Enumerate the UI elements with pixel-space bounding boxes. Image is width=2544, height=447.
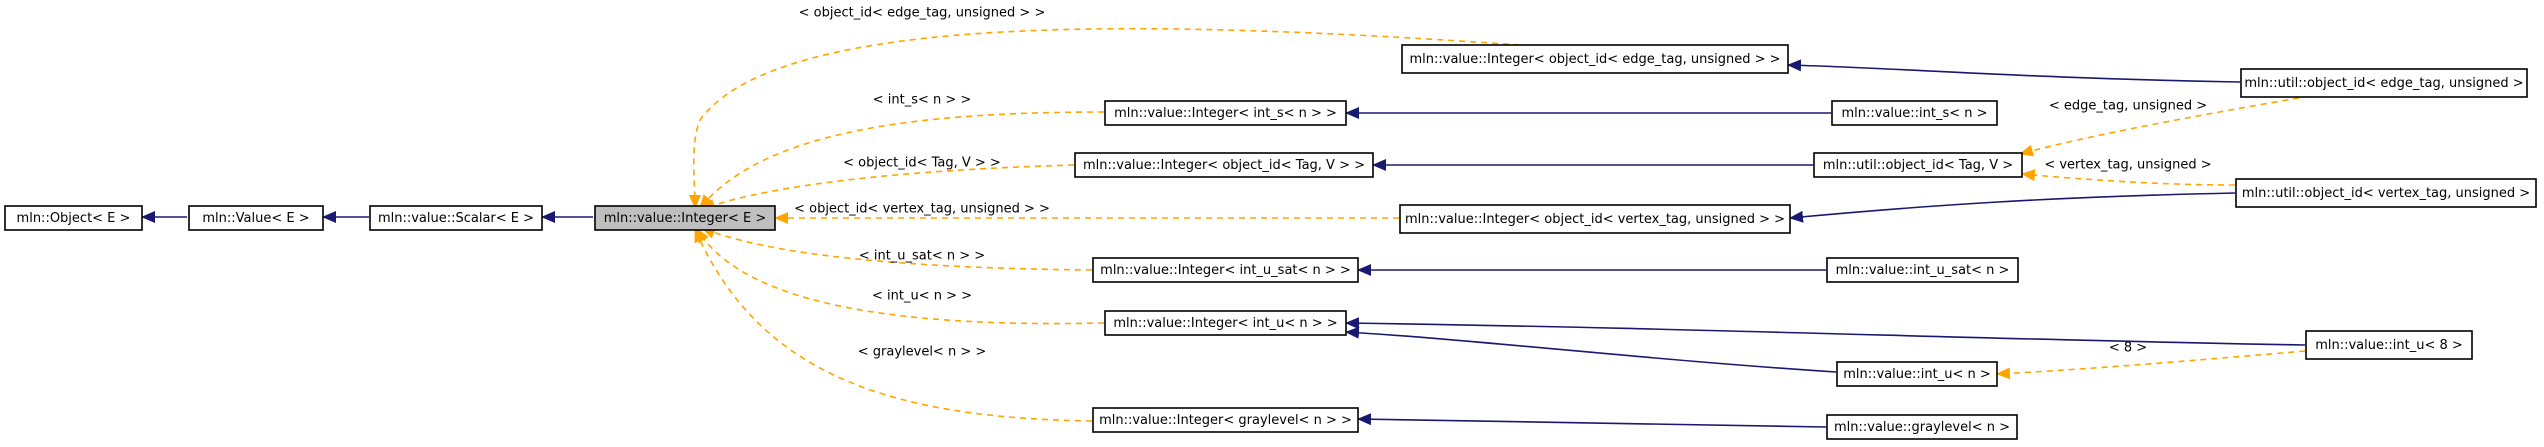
node-integer-graylevel[interactable]: mln::value::Integer< graylevel< n > > <box>1092 407 1359 433</box>
node-int-u-sat[interactable]: mln::value::int_u_sat< n > <box>1826 257 2019 283</box>
edge-integer-object-id-tag-to-integer <box>701 164 1075 211</box>
edge-int-u8-to-int-u <box>1996 350 2306 380</box>
svg-text:mln::value::int_s< n >: mln::value::int_s< n > <box>1841 106 1987 121</box>
node-object-id-tag[interactable]: mln::util::object_id< Tag, V > <box>1813 152 2023 178</box>
node-value[interactable]: mln::Value< E > <box>188 205 324 231</box>
svg-text:mln::value::Integer< int_s< n: mln::value::Integer< int_s< n > > <box>1114 106 1337 121</box>
edge-object-id-edge-to-object-id-tag <box>2019 95 2311 157</box>
edge-object-id-vertex-to-integer-object-id-vertex <box>1789 192 2236 223</box>
edge-object-id-edge-to-integer-object-id-edge <box>1787 59 2241 83</box>
svg-text:mln::value::int_u_sat< n >: mln::value::int_u_sat< n > <box>1836 263 2010 278</box>
node-object[interactable]: mln::Object< E > <box>4 205 143 231</box>
svg-text:mln::value::Integer< int_u_sat: mln::value::Integer< int_u_sat< n > > <box>1100 263 1351 278</box>
edge-int-u-to-integer-int-u <box>1345 326 1837 373</box>
edge-label-int-u: < int_u< n > > <box>872 289 972 304</box>
edge-label-int-s: < int_s< n > > <box>873 93 972 108</box>
svg-text:mln::Value< E >: mln::Value< E > <box>202 211 309 226</box>
edge-label-object-id-vertex: < object_id< vertex_tag, unsigned > > <box>794 202 1050 217</box>
svg-text:mln::value::Integer< graylevel: mln::value::Integer< graylevel< n > > <box>1099 413 1352 428</box>
node-int-u[interactable]: mln::value::int_u< n > <box>1836 361 1998 387</box>
svg-text:mln::value::Scalar< E >: mln::value::Scalar< E > <box>378 211 534 226</box>
edge-label-int-u-sat: < int_u_sat< n > > <box>859 249 985 264</box>
svg-text:mln::Object< E >: mln::Object< E > <box>17 211 131 226</box>
svg-text:mln::util::object_id< vertex_t: mln::util::object_id< vertex_tag, unsign… <box>2242 186 2530 201</box>
edge-integer-int-s-to-integer <box>699 111 1105 209</box>
svg-text:mln::value::Integer< object_id: mln::value::Integer< object_id< edge_tag… <box>1409 52 1780 67</box>
svg-text:mln::value::Integer< E >: mln::value::Integer< E > <box>604 211 767 226</box>
node-graylevel[interactable]: mln::value::graylevel< n > <box>1826 414 2018 440</box>
edge-integer-int-u-to-integer <box>696 228 1105 325</box>
edge-label-vertex-tag: < vertex_tag, unsigned > <box>2044 158 2211 173</box>
svg-text:mln::value::Integer< object_id: mln::value::Integer< object_id< Tag, V >… <box>1083 158 1365 173</box>
edge-label-graylevel: < graylevel< n > > <box>858 345 987 360</box>
edge-label-object-id-edge: < object_id< edge_tag, unsigned > > <box>799 6 1046 21</box>
node-int-u8[interactable]: mln::value::int_u< 8 > <box>2305 330 2473 360</box>
edge-object-id-vertex-to-object-id-tag <box>2021 169 2236 186</box>
edge-label-edge-tag: < edge_tag, unsigned > <box>2049 99 2207 114</box>
svg-text:mln::value::int_u< n >: mln::value::int_u< n > <box>1843 367 1991 382</box>
node-object-id-edge[interactable]: mln::util::object_id< edge_tag, unsigned… <box>2240 68 2528 98</box>
svg-text:mln::util::object_id< edge_tag: mln::util::object_id< edge_tag, unsigned… <box>2244 76 2523 91</box>
edge-int-u8-to-integer-int-u <box>1345 317 2306 346</box>
edge-integer-object-id-edge-to-integer <box>688 27 1521 209</box>
svg-text:mln::value::graylevel< n >: mln::value::graylevel< n > <box>1834 420 2010 435</box>
node-integer-object-id-vertex[interactable]: mln::value::Integer< object_id< vertex_t… <box>1399 204 1791 234</box>
edge-graylevel-to-integer-graylevel <box>1357 413 1827 428</box>
node-integer-object-id-edge[interactable]: mln::value::Integer< object_id< edge_tag… <box>1401 44 1789 74</box>
node-int-s[interactable]: mln::value::int_s< n > <box>1831 100 1998 126</box>
node-integer-int-s[interactable]: mln::value::Integer< int_s< n > > <box>1104 100 1347 126</box>
node-integer-int-u-sat[interactable]: mln::value::Integer< int_u_sat< n > > <box>1092 257 1359 283</box>
svg-text:mln::value::Integer< object_id: mln::value::Integer< object_id< vertex_t… <box>1405 212 1785 227</box>
svg-text:mln::util::object_id< Tag, V >: mln::util::object_id< Tag, V > <box>1823 158 2013 173</box>
svg-text:mln::value::int_u< 8 >: mln::value::int_u< 8 > <box>2315 338 2463 353</box>
node-integer-object-id-tag[interactable]: mln::value::Integer< object_id< Tag, V >… <box>1074 152 1374 178</box>
edge-label-eight: < 8 > <box>2109 341 2147 356</box>
node-scalar[interactable]: mln::value::Scalar< E > <box>369 205 543 231</box>
node-integer[interactable]: mln::value::Integer< E > <box>594 205 776 231</box>
node-object-id-vertex[interactable]: mln::util::object_id< vertex_tag, unsign… <box>2235 178 2537 208</box>
svg-text:mln::value::Integer< int_u< n: mln::value::Integer< int_u< n > > <box>1113 316 1337 331</box>
node-integer-int-u[interactable]: mln::value::Integer< int_u< n > > <box>1104 310 1347 336</box>
edge-label-object-id-tag: < object_id< Tag, V > > <box>843 156 1001 171</box>
